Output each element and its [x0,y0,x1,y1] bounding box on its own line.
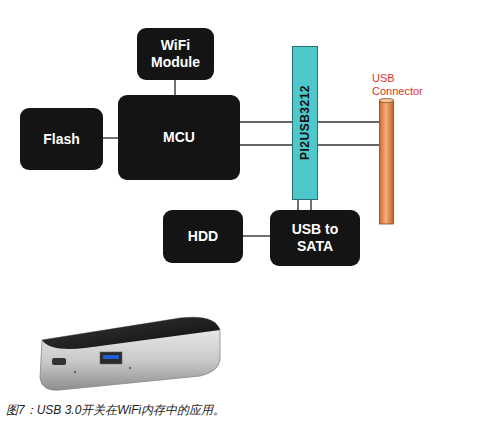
process-box: MCU [118,95,240,180]
node-label: Flash [43,131,80,148]
node-label: HDD [188,228,218,245]
connector-body [379,98,394,226]
wire [318,144,379,145]
process-box: WiFi Module [137,28,214,80]
connector [103,138,118,139]
wire [318,121,379,122]
process-box: HDD [163,210,243,263]
usb-connector: USB Connector [372,72,442,227]
figure-caption: 图7：USB 3.0开关在WiFi内存中的应用。 [6,402,225,419]
process-box: Flash [20,108,103,170]
wire [297,200,298,210]
wire [174,80,175,95]
switch-chip: PI2USB3212 [292,46,318,200]
wire [243,235,270,236]
device-photo [30,300,230,395]
node-label: USB to SATA [274,221,356,255]
connector [240,122,292,145]
wire [240,121,292,122]
wire [103,137,118,138]
connector [243,236,270,237]
process-box: USB to SATA [270,210,360,266]
connector [318,122,379,145]
connector [175,80,176,95]
wire [310,200,311,210]
node-label: PI2USB3212 [298,85,312,160]
node-label: WiFi Module [141,37,210,71]
connector [298,200,311,210]
node-label: MCU [163,129,195,146]
wire [240,144,292,145]
connector-label: USB Connector [372,72,442,98]
